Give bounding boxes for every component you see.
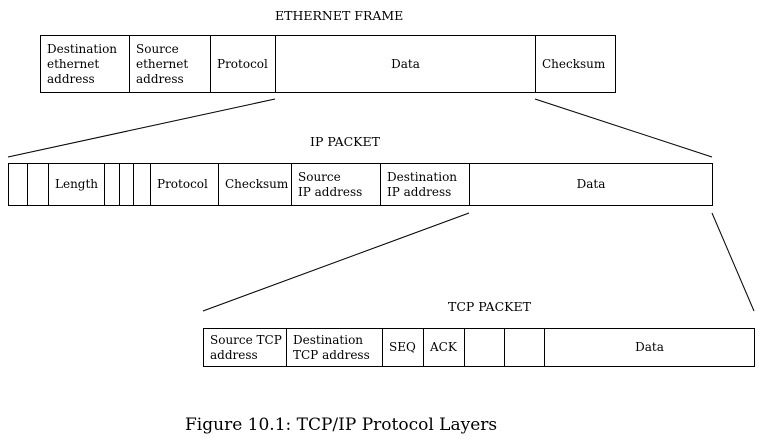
ip-field-6 [134, 164, 151, 205]
ethernet-checksum-cell: Checksum [542, 56, 606, 71]
tcp-seq-cell: SEQ [383, 329, 424, 366]
ip-data-cell: Data [576, 177, 606, 191]
ip-checksum-cell: Checksum [219, 164, 292, 205]
tcp-data-cell: Data [635, 340, 664, 354]
tcp-destination-address-cell: Destination TCP address [287, 329, 383, 366]
figure-caption: Figure 10.1: TCP/IP Protocol Layers [185, 415, 498, 435]
tcp-field-6 [505, 329, 545, 366]
tcp-source-address-cell: Source TCP address [204, 329, 287, 366]
ethernet-frame-row: Destination ethernet address Source ethe… [40, 35, 616, 93]
ethernet-protocol-cell: Protocol [211, 36, 276, 92]
ip-destination-address-cell: Destination IP address [381, 164, 470, 205]
tcp-field-5 [465, 329, 505, 366]
tcp-ack-cell: ACK [424, 329, 465, 366]
tcp-packet-title: TCP PACKET [448, 299, 531, 314]
ip-protocol-cell: Protocol [151, 164, 219, 205]
ethernet-frame-title: ETHERNET FRAME [275, 8, 404, 23]
ethernet-source-address-cell: Source ethernet address [130, 36, 211, 92]
ip-packet-row: Length Protocol Checksum Source IP addre… [8, 163, 713, 206]
ip-field-4 [105, 164, 120, 205]
ip-field-1 [9, 164, 28, 205]
ethernet-data-cell: Data [276, 36, 536, 92]
eth-to-ip-right-line [534, 98, 713, 158]
ip-to-tcp-right-line [711, 212, 755, 312]
ip-packet-title: IP PACKET [310, 134, 380, 149]
ip-field-2 [28, 164, 49, 205]
ip-length-cell: Length [49, 164, 105, 205]
ip-source-address-cell: Source IP address [292, 164, 381, 205]
eth-to-ip-left-line [7, 98, 276, 158]
ip-to-tcp-left-line [202, 212, 470, 312]
ip-field-5 [120, 164, 134, 205]
ethernet-dest-address-cell: Destination ethernet address [41, 36, 130, 92]
tcp-packet-row: Source TCP address Destination TCP addre… [203, 328, 755, 367]
